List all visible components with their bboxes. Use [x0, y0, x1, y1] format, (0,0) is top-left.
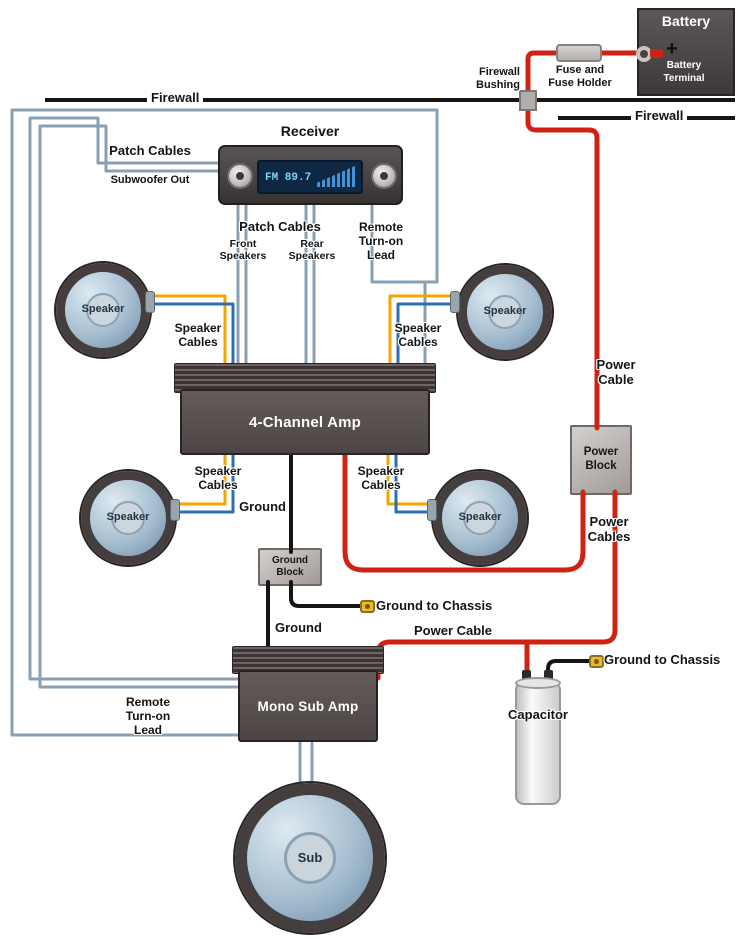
firewall-bushing-label: Firewall Bushing [476, 66, 520, 91]
speaker-front-right: Speaker [458, 265, 552, 359]
speaker-front-left: Speaker [56, 263, 150, 357]
rear-speakers-label: Rear Speakers [288, 238, 336, 263]
subwoofer-patch-wire-2 [38, 124, 242, 689]
speaker-cable-rear-left-neg [173, 448, 235, 514]
patch-cables-left-label: Patch Cables [109, 143, 191, 158]
tuning-knob-icon [371, 163, 397, 189]
receiver: FM 89.7 [218, 145, 403, 205]
speaker-cables-label-rear-right: Speaker Cables [357, 464, 405, 492]
speaker-connector [145, 291, 155, 313]
speaker-cable-front-right-neg [396, 302, 454, 372]
firewall-label-right: Firewall [631, 108, 688, 124]
subwoofer-hub [284, 832, 336, 884]
power-cables-label: Power Cables [587, 514, 631, 544]
speaker-rear-left: Speaker [81, 471, 175, 565]
power-cable-right-label: Power Cable [596, 357, 636, 387]
speaker-rear-right: Speaker [433, 471, 527, 565]
front-speakers-label: Front Speakers [219, 238, 267, 263]
speaker-label: Speaker [458, 511, 502, 523]
battery-terminal-label: Battery Terminal [663, 60, 705, 84]
capacitor-terminal-negative [544, 670, 553, 682]
speaker-hub [463, 501, 497, 535]
battery-terminal-sleeve [650, 49, 663, 58]
patch-cables-bottom-label: Patch Cables [239, 219, 321, 234]
firewall-label-left: Firewall [147, 90, 204, 106]
capacitor-top-cap [515, 677, 561, 689]
ground-wire-capacitor-to-chassis [546, 659, 593, 680]
speaker-label: Speaker [483, 305, 527, 317]
subwoofer: Sub [235, 783, 385, 933]
fuse-holder [556, 44, 602, 62]
ground-to-chassis-label-1: Ground to Chassis [376, 598, 493, 613]
knob-dot [380, 172, 388, 180]
four-channel-amp-label: 4-Channel Amp [180, 389, 430, 455]
power-cable-battery-to-block [525, 50, 663, 431]
power-cable-block-to-4ch-amp [342, 449, 586, 573]
power-block: Power Block [570, 425, 632, 495]
chassis-ground-lug [360, 600, 375, 613]
speaker-cable-front-left-pos [148, 294, 227, 372]
speaker-cable-rear-right-pos [386, 448, 433, 506]
mono-sub-amp-label: Mono Sub Amp [238, 670, 378, 742]
capacitor-body [515, 681, 561, 805]
speaker-cable-front-right-pos [388, 294, 454, 372]
knob-dot [236, 172, 244, 180]
power-cable-bottom-label: Power Cable [413, 623, 493, 638]
battery-label: Battery [661, 13, 711, 29]
capacitor-label: Capacitor [508, 707, 568, 722]
remote-turn-on-lead-left-label: Remote Turn-on Lead [125, 695, 171, 737]
speaker-label: Speaker [106, 511, 150, 523]
ground-to-chassis-label-2: Ground to Chassis [604, 652, 721, 667]
speaker-cables-label-front-left: Speaker Cables [174, 321, 222, 349]
receiver-title: Receiver [280, 123, 340, 139]
four-channel-amp: 4-Channel Amp [174, 363, 436, 455]
subwoofer-patch-wire-1 [28, 116, 242, 681]
capacitor-terminal-positive [522, 670, 531, 682]
speaker-connector [170, 499, 180, 521]
speaker-cables-label-front-right: Speaker Cables [394, 321, 442, 349]
speaker-hub [86, 293, 120, 327]
speaker-connector [427, 499, 437, 521]
mono-sub-amp: Mono Sub Amp [232, 646, 384, 742]
firewall-bushing [519, 90, 537, 111]
remote-turn-on-wire [10, 108, 439, 737]
speaker-hub [111, 501, 145, 535]
ground-label-bottom: Ground [275, 620, 322, 635]
fuse-label: Fuse and Fuse Holder [548, 64, 612, 89]
speaker-hub [488, 295, 522, 329]
battery-plus-sign: + [666, 38, 678, 60]
speaker-cables-label-rear-left: Speaker Cables [194, 464, 242, 492]
remote-turn-on-lead-top-label: Remote Turn-on Lead [358, 220, 404, 262]
speaker-cable-rear-right-neg [394, 448, 433, 514]
chassis-ground-lug [589, 655, 604, 668]
spectrum-bars-icon [317, 166, 355, 187]
ground-wire-block-to-chassis [289, 580, 364, 608]
speaker-connector [450, 291, 460, 313]
speaker-cable-rear-left-pos [173, 448, 227, 506]
speaker-label: Speaker [81, 303, 125, 315]
speaker-cable-front-left-neg [148, 302, 235, 372]
subwoofer-out-label: Subwoofer Out [110, 174, 190, 186]
frequency-readout: FM 89.7 [265, 172, 312, 184]
receiver-display: FM 89.7 [257, 160, 363, 194]
ground-label-top: Ground [239, 499, 286, 514]
volume-knob-icon [227, 163, 253, 189]
subwoofer-label: Sub [297, 850, 323, 865]
